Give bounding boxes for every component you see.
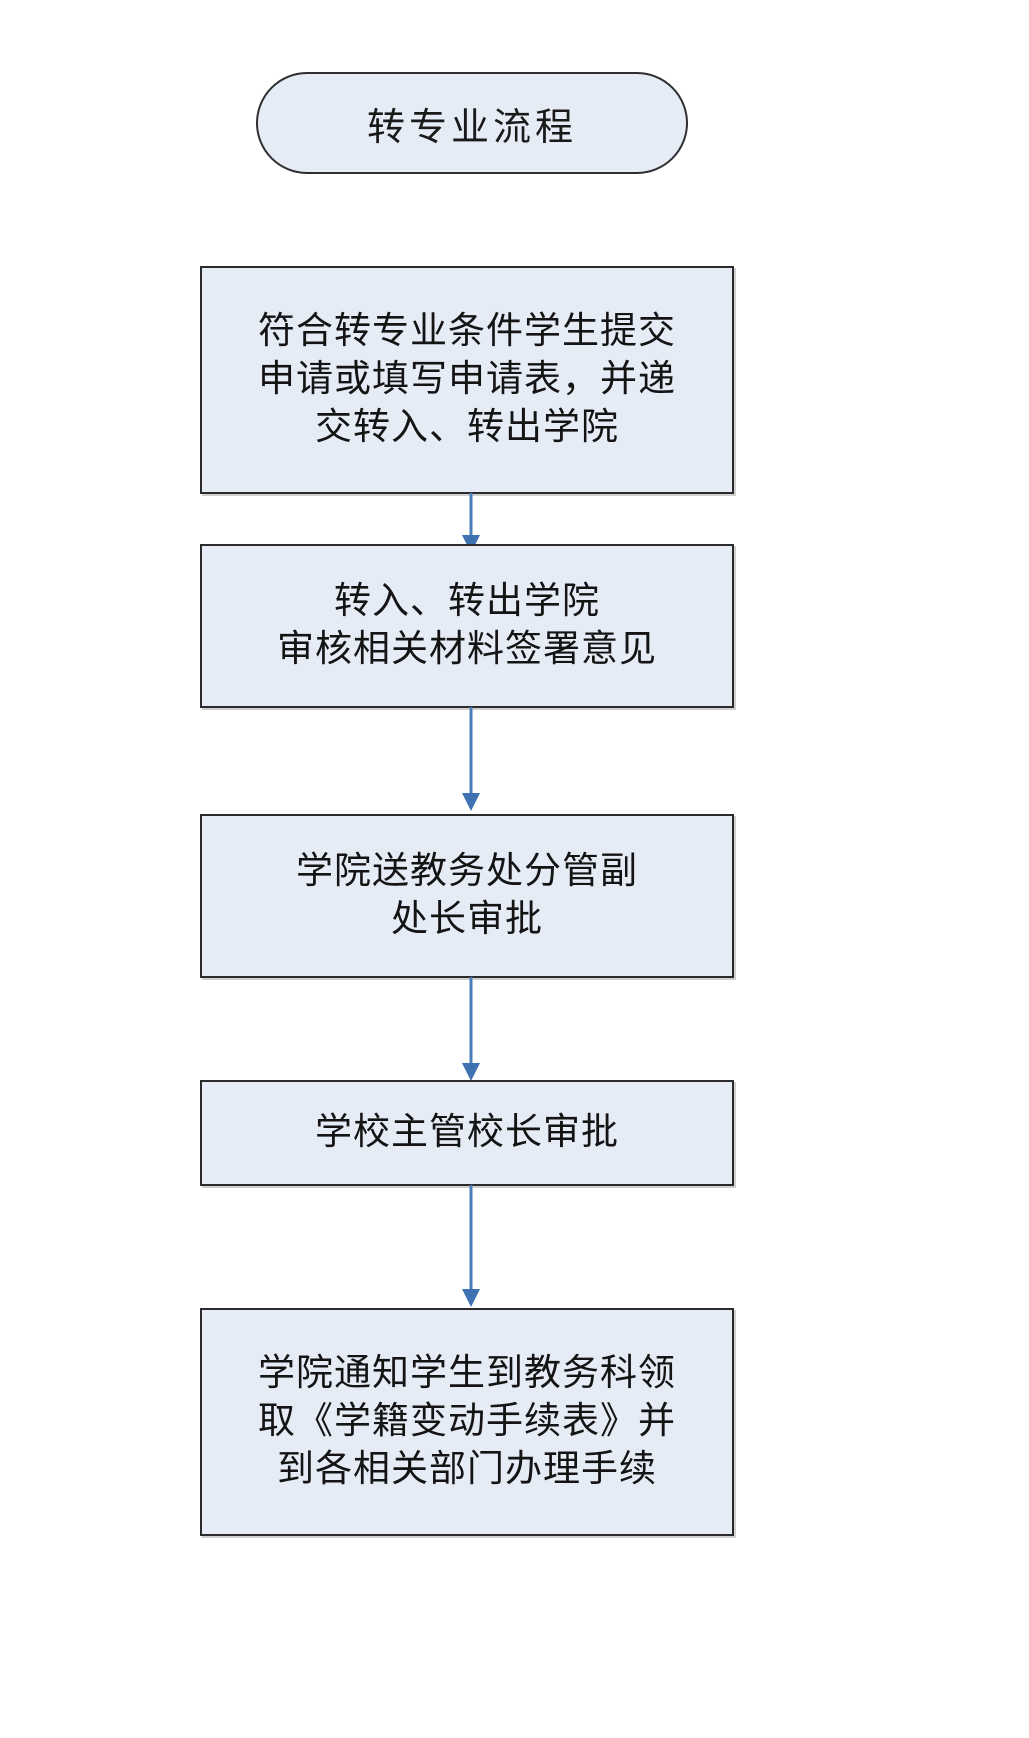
node-step2-label: 转入、转出学院 审核相关材料签署意见 bbox=[261, 578, 673, 674]
node-step2-line-2: 审核相关材料签署意见 bbox=[277, 629, 657, 670]
node-step1-line-2: 申请或填写申请表，并递 bbox=[258, 358, 676, 400]
edge-step4-to-step5 bbox=[462, 1185, 480, 1307]
node-step5-process[interactable]: 学院通知学生到教务科领 取《学籍变动手续表》并 到各相关部门办理手续 bbox=[200, 1308, 734, 1536]
node-step4-label: 学校主管校长审批 bbox=[299, 1109, 635, 1157]
node-step1-label: 符合转专业条件学生提交 申请或填写申请表，并递 交转入、转出学院 bbox=[242, 308, 692, 452]
node-step1-process[interactable]: 符合转专业条件学生提交 申请或填写申请表，并递 交转入、转出学院 bbox=[200, 266, 734, 494]
edge-step3-to-step4 bbox=[462, 977, 480, 1081]
node-step5-line-1: 学院通知学生到教务科领 bbox=[258, 1352, 676, 1394]
node-step3-line-1: 学院送教务处分管副 bbox=[296, 850, 638, 892]
node-step3-line-2: 处长审批 bbox=[391, 899, 543, 940]
node-step4-line-1: 学校主管校长审批 bbox=[315, 1111, 619, 1153]
node-start-label: 转专业流程 bbox=[366, 106, 577, 149]
node-step1-line-1: 符合转专业条件学生提交 bbox=[258, 310, 676, 352]
node-step2-line-1: 转入、转出学院 bbox=[334, 580, 600, 622]
node-step3-label: 学院送教务处分管副 处长审批 bbox=[280, 848, 654, 944]
node-step5-label: 学院通知学生到教务科领 取《学籍变动手续表》并 到各相关部门办理手续 bbox=[242, 1350, 692, 1494]
node-step1-line-3: 交转入、转出学院 bbox=[315, 407, 619, 449]
node-step4-process[interactable]: 学校主管校长审批 bbox=[200, 1080, 734, 1186]
node-step5-line-3: 到各相关部门办理手续 bbox=[277, 1449, 657, 1491]
node-step5-line-2: 取《学籍变动手续表》并 bbox=[258, 1400, 676, 1442]
edge-step2-to-step3 bbox=[462, 707, 480, 811]
node-step3-process[interactable]: 学院送教务处分管副 处长审批 bbox=[200, 814, 734, 978]
node-step2-process[interactable]: 转入、转出学院 审核相关材料签署意见 bbox=[200, 544, 734, 708]
node-start-terminator[interactable]: 转专业流程 bbox=[256, 72, 688, 174]
